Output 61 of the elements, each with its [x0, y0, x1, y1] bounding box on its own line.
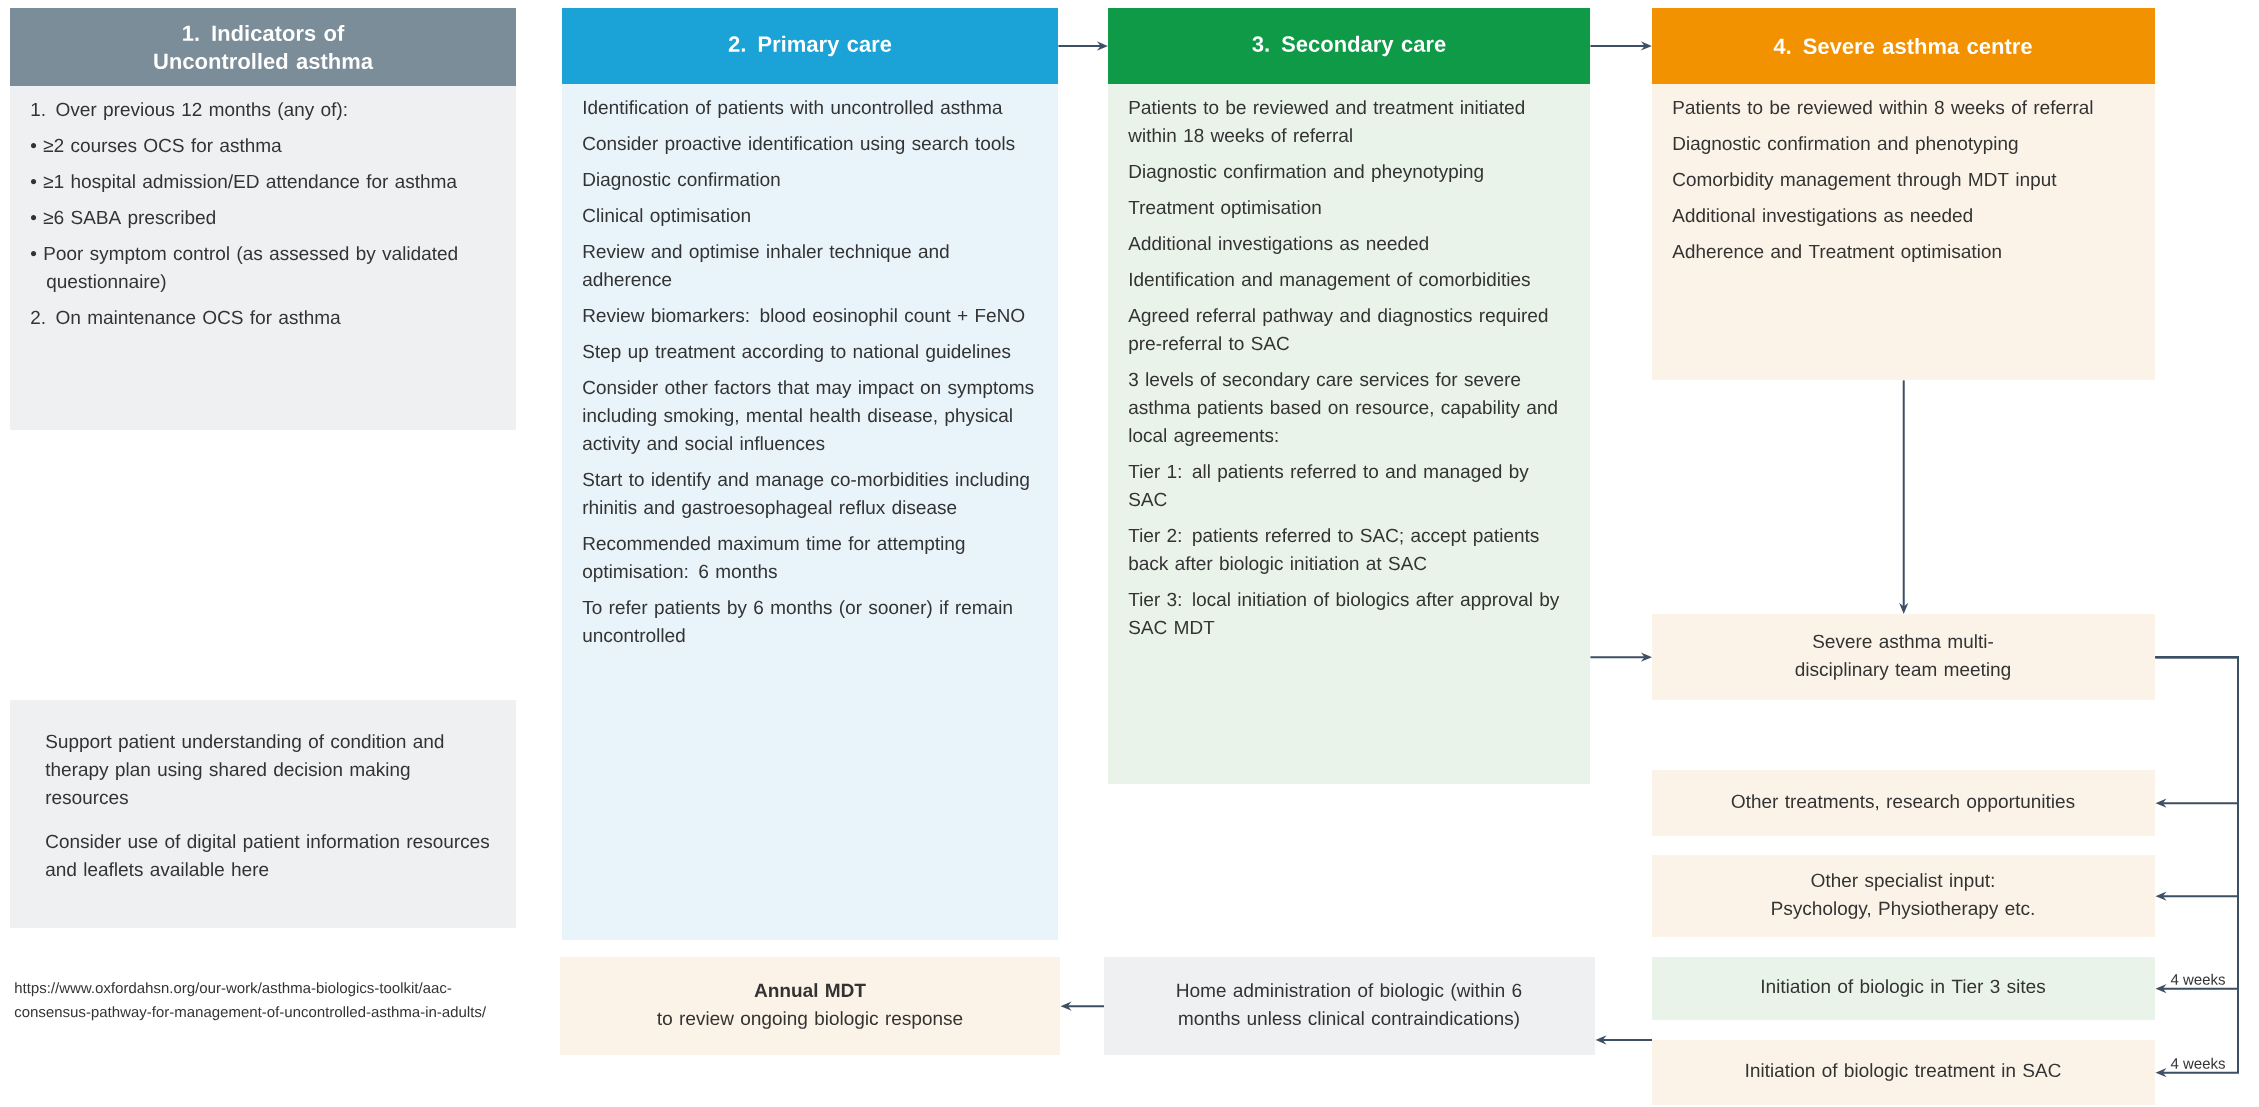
list-item: • ≥6 SABA prescribed — [30, 210, 215, 228]
list-item: Diagnostic confirmation and phenotyping — [1673, 136, 2018, 154]
step-box — [1652, 614, 2155, 700]
list-item: Tier 2: patients referred to SAC; accept patients back after biologic initiation at SAC — [1128, 528, 1539, 574]
stage-panel — [1652, 8, 2155, 380]
list-item: Consider other factors that may impact on symptoms including smoking, mental health disease, physical activity and social influences — [583, 380, 1034, 454]
list-item: 3 levels of secondary care services for severe asthma patients based on resource, capability and local agreements: — [1128, 372, 1557, 446]
panel-heading: 1. Indicators of Uncontrolled asthma — [154, 24, 374, 70]
list-item: Patients to be reviewed within 8 weeks of referral — [1673, 100, 2093, 115]
panel-heading: 4. Severe asthma centre — [1773, 37, 2032, 55]
list-item: Clinical optimisation — [583, 208, 750, 226]
panel-heading: 2. Primary care — [728, 35, 892, 57]
edge-label: 4 weeks — [2170, 973, 2225, 985]
box-text: Home administration of biologic (within 6 months unless clinical contraindications) — [1177, 983, 1522, 1029]
step-box — [1652, 855, 2155, 937]
list-item: Agreed referral pathway and diagnostics required pre-referral to SAC — [1128, 308, 1548, 354]
edge-label: 4 weeks — [2170, 1057, 2225, 1069]
list-item: Diagnostic confirmation and pheynotyping — [1129, 164, 1483, 182]
list-item: Review biomarkers: blood eosinophil count + FeNO — [583, 308, 1025, 326]
list-item: Comorbidity management through MDT input — [1673, 172, 2057, 190]
list-item: • Poor symptom control (as assessed by validated questionnaire) — [30, 246, 457, 292]
list-item: Adherence and Treatment optimisation — [1672, 244, 2001, 262]
panel-heading: 3. Secondary care — [1252, 35, 1446, 57]
step-box — [1104, 957, 1595, 1055]
list-item: To refer patients by 6 months (or sooner) if remain uncontrolled — [582, 600, 1012, 643]
list-item: 1. Over previous 12 months (any of): — [31, 102, 347, 120]
list-item: Additional investigations as needed — [1128, 236, 1428, 254]
stage-panel — [1108, 8, 1590, 784]
list-item: Patients to be reviewed and treatment initiated within 18 weeks of referral — [1128, 100, 1524, 143]
list-item: Review and optimise inhaler technique and adherence — [583, 244, 949, 287]
list-item: Step up treatment according to national guidelines — [583, 344, 1011, 362]
box-text: Severe asthma multi-disciplinary team meeting — [1795, 634, 2010, 680]
box-text: to review ongoing biologic response — [657, 1011, 963, 1029]
list-item: Tier 1: all patients referred to and managed by SAC — [1128, 464, 1529, 507]
list-item: Identification and management of comorbidities — [1129, 272, 1530, 290]
list-item: 2. On maintenance OCS for asthma — [31, 310, 341, 325]
stage-panel — [10, 8, 516, 430]
box-text: Other treatments, research opportunities — [1731, 794, 2075, 812]
list-item: Consider proactive identification using search tools — [583, 136, 1015, 154]
list-item: Identification of patients with uncontrolled asthma — [583, 100, 1003, 118]
url-text: https://www.oxfordahsn.org/our-work/asthma-biologics-toolkit/aac-consensus-pathway-for-management-of-uncontrolled-asthma-in-adults/ — [14, 982, 487, 1021]
step-box — [560, 957, 1060, 1055]
list-item: Tier 3: local initiation of biologics after approval by SAC MDT — [1128, 592, 1560, 635]
box-text: Other specialist input: Psychology, Physiotherapy etc. — [1772, 873, 2034, 919]
step-box — [1652, 1040, 2155, 1105]
list-item: • ≥1 hospital admission/ED attendance for asthma — [30, 174, 457, 192]
arrow — [2154, 656, 2239, 1078]
list-item: Recommended maximum time for attempting optimisation: 6 months — [583, 536, 965, 582]
step-box — [1652, 770, 2155, 836]
note-text: Consider use of digital patient information resources and leaflets available here — [46, 834, 490, 877]
box-text: Initiation of biologic in Tier 3 sites — [1762, 979, 2045, 997]
box-text: Initiation of biologic treatment in SAC — [1746, 1063, 2061, 1081]
list-item: • ≥2 courses OCS for asthma — [30, 138, 282, 153]
list-item: Treatment optimisation — [1128, 200, 1321, 218]
stage-panel — [562, 8, 1058, 940]
note-text: Support patient understanding of condition and therapy plan using shared decision making resources — [45, 734, 444, 805]
list-item: Start to identify and manage co-morbidities including rhinitis and gastroesophageal reflux disease — [583, 472, 1029, 518]
list-item: Diagnostic confirmation — [583, 172, 780, 190]
step-box — [1652, 957, 2155, 1020]
list-item: Additional investigations as needed — [1672, 208, 1972, 226]
box-title: Annual MDT — [754, 983, 866, 998]
